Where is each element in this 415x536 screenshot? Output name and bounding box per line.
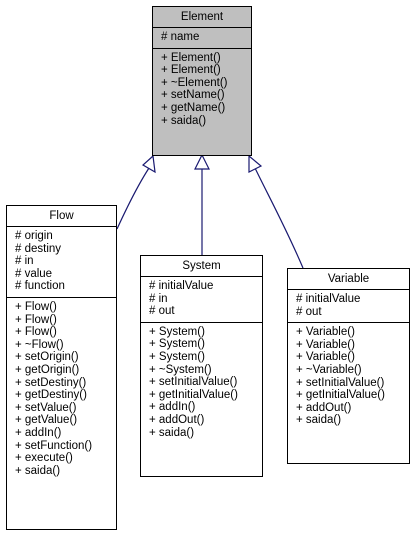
method: + saida() [15,464,61,477]
class-system-methods: + System() + System() + System() + ~Syst… [141,321,262,443]
method: + setInitialValue() [296,376,385,389]
attribute: # out [296,305,322,318]
class-flow-methods: + Flow() + Flow() + Flow() + ~Flow() + s… [7,296,116,481]
method: + System() [149,325,205,338]
method: + System() [149,350,205,363]
method: + getName() [161,101,226,114]
method: + setInitialValue() [149,376,238,389]
method: + addOut() [296,401,352,414]
method: + ~Flow() [15,338,64,351]
method: + setName() [161,89,225,102]
arrowhead-system-element [194,153,210,170]
attribute: # function [15,280,65,293]
attribute: # initialValue [296,293,361,305]
method: + execute() [15,452,73,465]
class-variable-title: Variable [327,273,370,285]
method: + Flow() [15,326,57,339]
method: + getOrigin() [15,363,80,376]
attribute: # name [161,31,200,43]
attribute: # in [15,255,34,268]
class-variable[interactable]: Variable # initialValue # out + Variable… [287,268,410,464]
method: + ~Variable() [296,363,362,376]
method: + getInitialValue() [149,388,238,401]
method: + saida() [296,414,342,427]
class-element[interactable]: Element # name + Element() + Element() +… [152,6,252,156]
method: + Variable() [296,338,355,351]
method: + System() [149,338,205,351]
edge-flow-to-element [116,167,150,230]
attribute: # origin [15,230,53,242]
method: + Element() [161,64,221,77]
method: + setFunction() [15,439,93,452]
method: + saida() [161,114,207,127]
method: + Element() [161,51,221,64]
method: + setOrigin() [15,351,79,364]
method: + ~System() [149,363,212,376]
method: + getInitialValue() [296,389,385,402]
class-variable-attributes: # initialValue # out [288,289,409,322]
arrowhead-flow-element [141,154,156,174]
method: + Flow() [15,313,57,326]
attribute: # out [149,305,175,318]
class-flow-title: Flow [49,210,74,222]
class-element-methods: + Element() + Element() + ~Element() + s… [153,47,251,132]
method: + setValue() [15,401,77,414]
attribute: # value [15,267,53,280]
method: + getValue() [15,414,78,427]
class-system-attributes: # initialValue # in # out [141,276,262,322]
method: + Variable() [296,326,355,339]
attribute: # in [149,292,168,305]
method: + Variable() [296,351,355,364]
class-flow[interactable]: Flow # origin # destiny # in # value # f… [6,205,117,530]
method: + setDestiny() [15,376,87,389]
edge-variable-to-element [254,167,304,269]
class-element-title: Element [180,11,224,23]
attribute: # initialValue [149,280,214,292]
method: + addIn() [149,401,196,414]
method: + ~Element() [161,76,228,89]
method: + addIn() [15,426,62,439]
method: + addOut() [149,413,205,426]
class-system-title: System [182,260,221,272]
method: + saida() [149,426,195,439]
method: + Flow() [15,300,57,313]
class-variable-methods: + Variable() + Variable() + Variable() +… [288,322,409,431]
class-flow-attributes: # origin # destiny # in # value # functi… [7,226,116,297]
class-element-attributes: # name [153,27,251,48]
class-system[interactable]: System # initialValue # in # out + Syste… [140,255,263,477]
arrowhead-variable-element [248,154,263,173]
method: + getDestiny() [15,389,87,402]
attribute: # destiny [15,242,62,255]
